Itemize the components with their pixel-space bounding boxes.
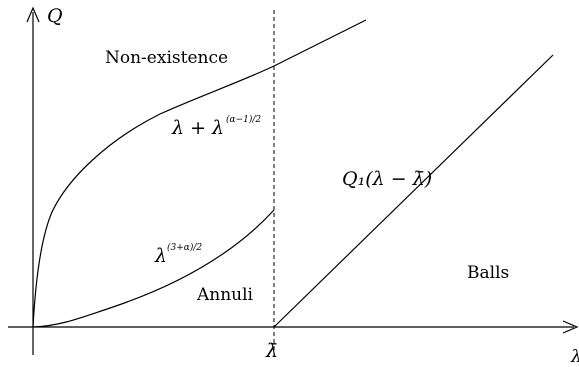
q-axis-label: Q	[47, 5, 63, 27]
lower-curve-label-base: λ	[154, 245, 167, 267]
q1-line	[273, 54, 554, 328]
upper-curve-label-base: λ + λ	[171, 117, 224, 139]
non-existence-label: Non-existence	[105, 48, 228, 68]
lambda-bar-label: λ̄	[265, 340, 278, 362]
q-axis-arrowhead	[26, 6, 40, 23]
lambda-axis-arrowhead	[562, 320, 579, 334]
lambda-axis-label: λ	[570, 347, 579, 367]
upper-curve-label-exponent: (α−1)/2	[226, 114, 261, 125]
upper-curve-label: λ + λ (α−1)/2	[171, 114, 261, 139]
lower-curve-label-exponent: (3+α)/2	[167, 242, 202, 253]
annuli-label: Annuli	[196, 285, 254, 305]
upper-curve	[32, 19, 367, 328]
lower-curve	[32, 209, 275, 328]
q1-line-label: Q₁(λ − λ̄)	[342, 168, 432, 190]
lower-curve-label: λ (3+α)/2	[154, 242, 202, 267]
balls-label: Balls	[467, 263, 509, 283]
